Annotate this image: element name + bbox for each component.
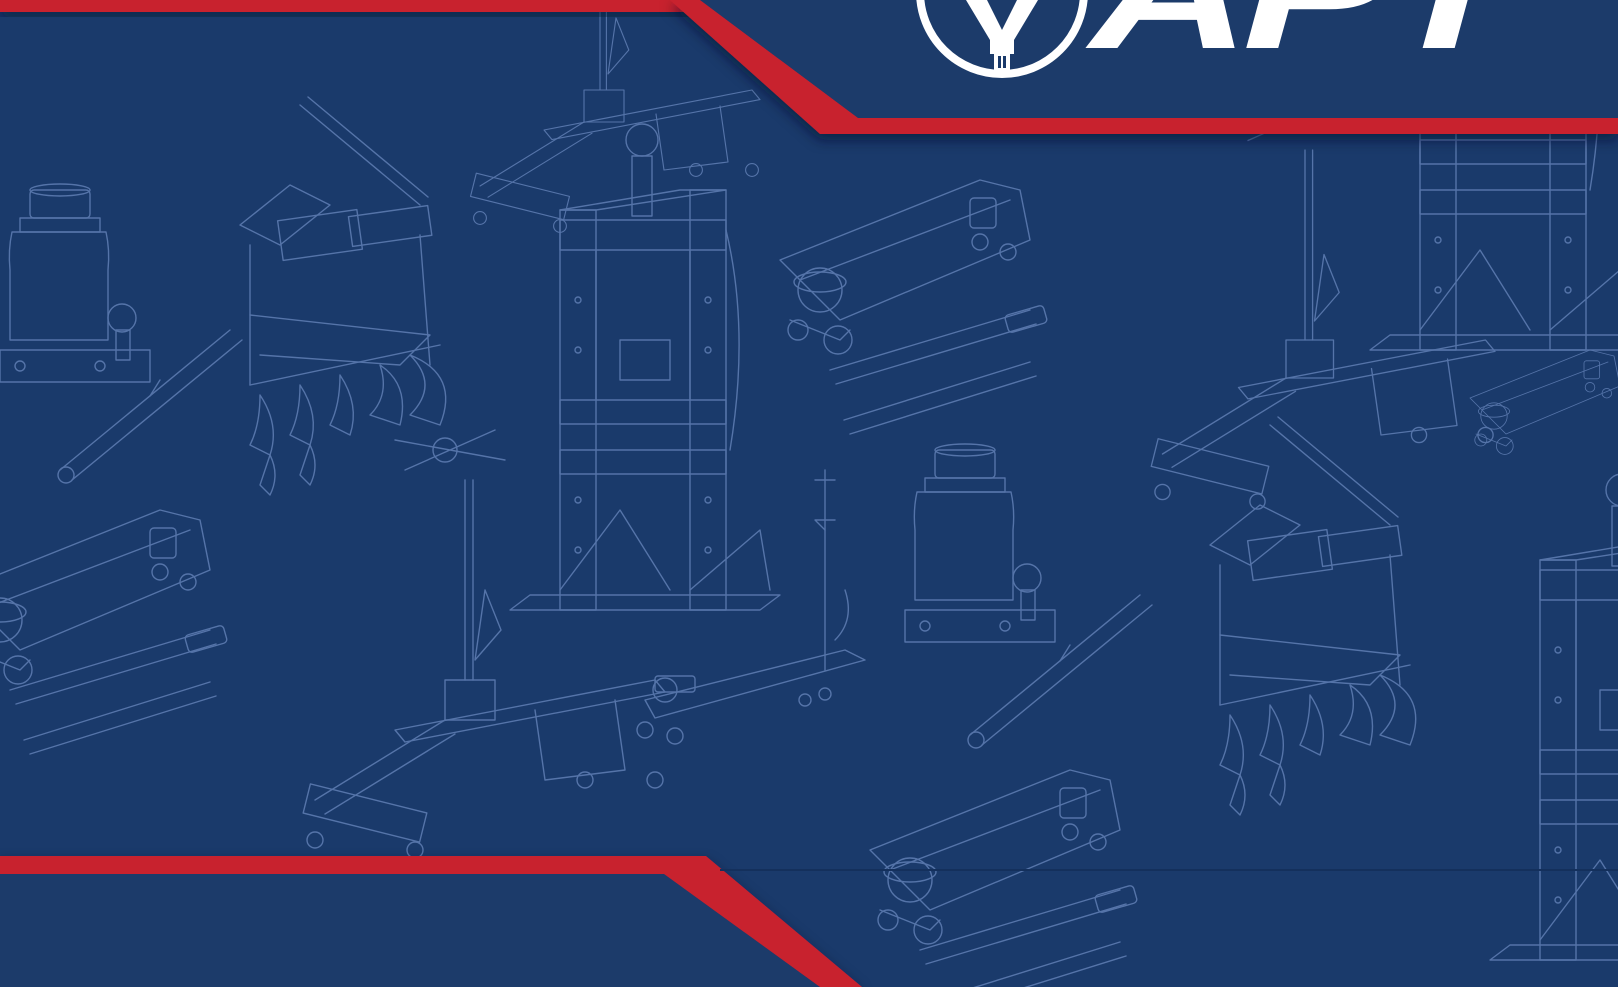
- footer-band: [0, 856, 862, 987]
- brand-logo: APT: [916, 0, 1540, 82]
- top-left-red-strip: [0, 0, 700, 12]
- spearhead-emblem-icon: [916, 0, 1088, 78]
- brand-name: APT: [1084, 0, 1534, 82]
